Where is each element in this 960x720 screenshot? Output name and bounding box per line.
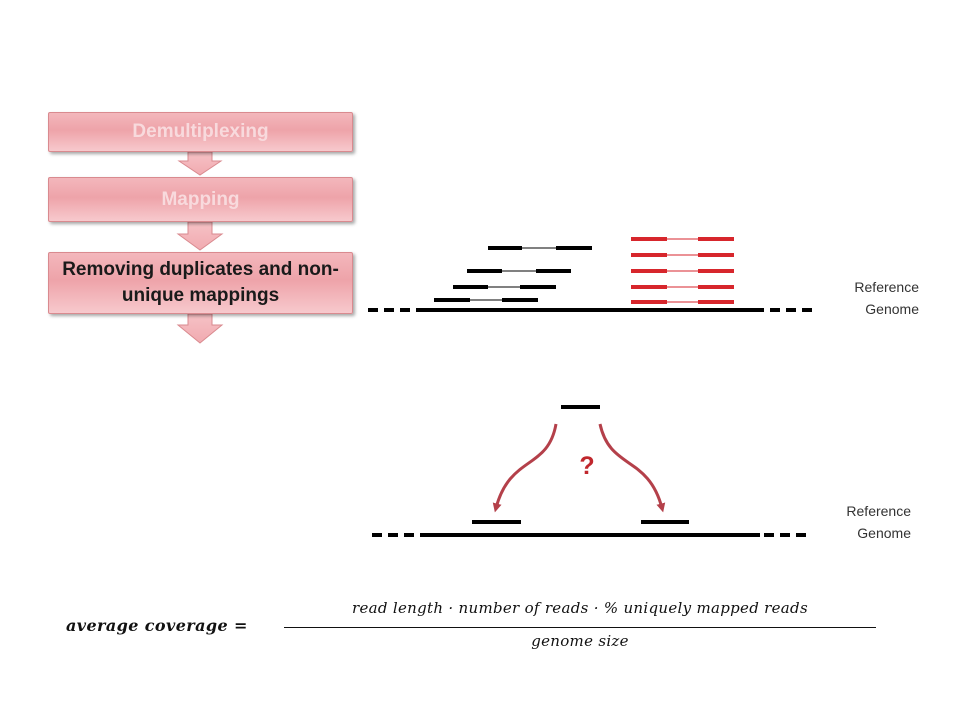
connector-arrow-3 (176, 313, 224, 344)
connector-arrow-2 (176, 221, 224, 251)
formula-lhs: average coverage = (66, 616, 248, 635)
reference-label-line1: Reference (846, 503, 911, 519)
step-label: Demultiplexing (132, 121, 269, 142)
step-removing-duplicates: Removing duplicates and non-unique mappi… (48, 252, 353, 314)
reference-genome-label: Reference Genome (821, 500, 911, 544)
formula-denominator: genome size (531, 632, 629, 650)
duplicates-panel (368, 237, 814, 312)
reference-label-line1: Reference (854, 279, 919, 295)
duplicate-reads (631, 237, 734, 304)
multimapping-panel (372, 405, 808, 537)
mapping-arrow-right (598, 423, 666, 513)
step-label: Removing duplicates and non-unique mappi… (62, 259, 339, 306)
step-mapping: Mapping (48, 177, 353, 222)
reference-label-line2: Genome (865, 301, 919, 317)
question-mark: ? (579, 452, 595, 480)
step-demultiplexing: Demultiplexing (48, 112, 353, 152)
fraction-bar (284, 627, 876, 628)
connector-arrow-1 (177, 151, 223, 176)
paired-reads (434, 246, 592, 302)
step-label: Mapping (161, 188, 240, 210)
reference-label-line2: Genome (857, 525, 911, 541)
formula-numerator: read length · number of reads · % unique… (352, 599, 808, 617)
mapping-arrow-left (492, 423, 558, 513)
reference-genome-label: Reference Genome (829, 276, 919, 320)
coverage-formula: average coverage = read length · number … (66, 596, 876, 656)
